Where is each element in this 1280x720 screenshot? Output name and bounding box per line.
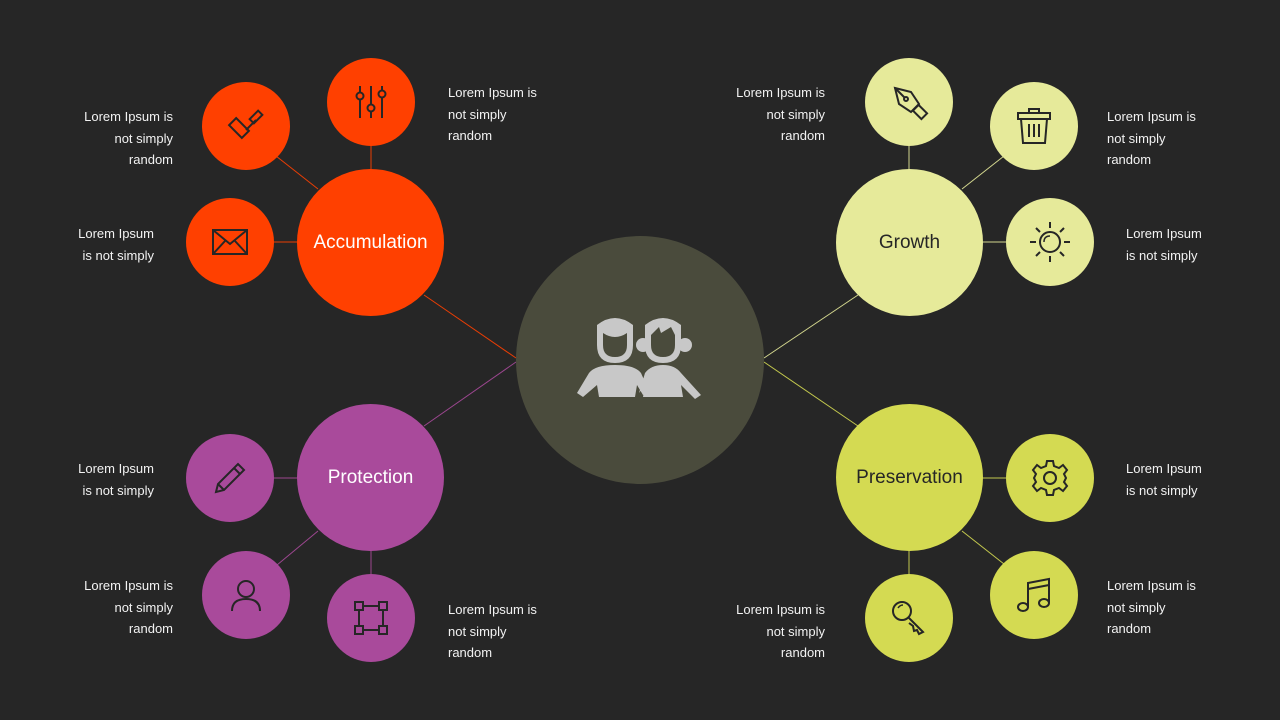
envelope-icon [212, 229, 248, 255]
pen-nib-icon [893, 86, 929, 121]
sliders-icon [355, 86, 387, 118]
gro-pen-circle [865, 58, 953, 146]
note-pro-pencil: Lorem Ipsum is not simply [78, 461, 154, 498]
pre-music-circle [990, 551, 1078, 639]
hub-preservation-label: Preservation [856, 466, 963, 488]
note-acc-mail: Lorem Ipsum is not simply [78, 226, 154, 263]
pro-user-circle [202, 551, 290, 639]
hub-protection-label: Protection [327, 466, 414, 488]
hub-accumulation-label: Accumulation [313, 231, 428, 253]
key-icon [892, 601, 925, 636]
note-gro-pen: Lorem Ipsum is not simply random [736, 85, 825, 143]
acc-brush-circle [202, 82, 290, 170]
note-pro-user: Lorem Ipsum is not simply random [84, 578, 173, 636]
gear-icon [1031, 460, 1069, 496]
note-pro-select: Lorem Ipsum is not simply random [448, 602, 537, 660]
connector-pro-user [276, 530, 319, 566]
pre-gear-circle [1006, 434, 1094, 522]
pencil-icon [214, 462, 246, 494]
hub-growth-label: Growth [878, 231, 941, 253]
two-children-icon [577, 318, 701, 399]
selection-square-icon [354, 601, 388, 635]
paint-roller-icon [227, 109, 264, 140]
sun-icon [1030, 222, 1070, 262]
connector-center-accumulation [423, 294, 517, 359]
connector-gro-trash [961, 155, 1005, 190]
trash-icon [1017, 108, 1051, 144]
note-acc-sliders: Lorem Ipsum is not simply random [448, 85, 537, 143]
gro-sun-circle [1006, 198, 1094, 286]
gro-trash-circle [990, 82, 1078, 170]
connector-center-protection [423, 361, 517, 427]
note-gro-sun: Lorem Ipsum is not simply [1126, 226, 1202, 263]
hub-accumulation: Accumulation [297, 169, 444, 316]
note-acc-brush: Lorem Ipsum is not simply random [84, 109, 173, 167]
connector-pre-music [961, 530, 1005, 565]
connector-acc-brush [275, 155, 319, 190]
pre-key-circle [865, 574, 953, 662]
acc-mail-circle [186, 198, 274, 286]
note-pre-key: Lorem Ipsum is not simply random [736, 602, 825, 660]
hub-growth: Growth [836, 169, 983, 316]
acc-sliders-circle [327, 58, 415, 146]
user-icon [231, 580, 261, 612]
hub-protection: Protection [297, 404, 444, 551]
note-pre-gear: Lorem Ipsum is not simply [1126, 461, 1202, 498]
connector-center-preservation [763, 361, 859, 427]
music-note-icon [1017, 577, 1050, 612]
pro-pencil-circle [186, 434, 274, 522]
connector-center-growth [763, 294, 859, 359]
hub-preservation: Preservation [836, 404, 983, 551]
pro-select-circle [327, 574, 415, 662]
center-circle [516, 236, 764, 484]
note-gro-trash: Lorem Ipsum is not simply random [1107, 109, 1196, 167]
note-pre-music: Lorem Ipsum is not simply random [1107, 578, 1196, 636]
